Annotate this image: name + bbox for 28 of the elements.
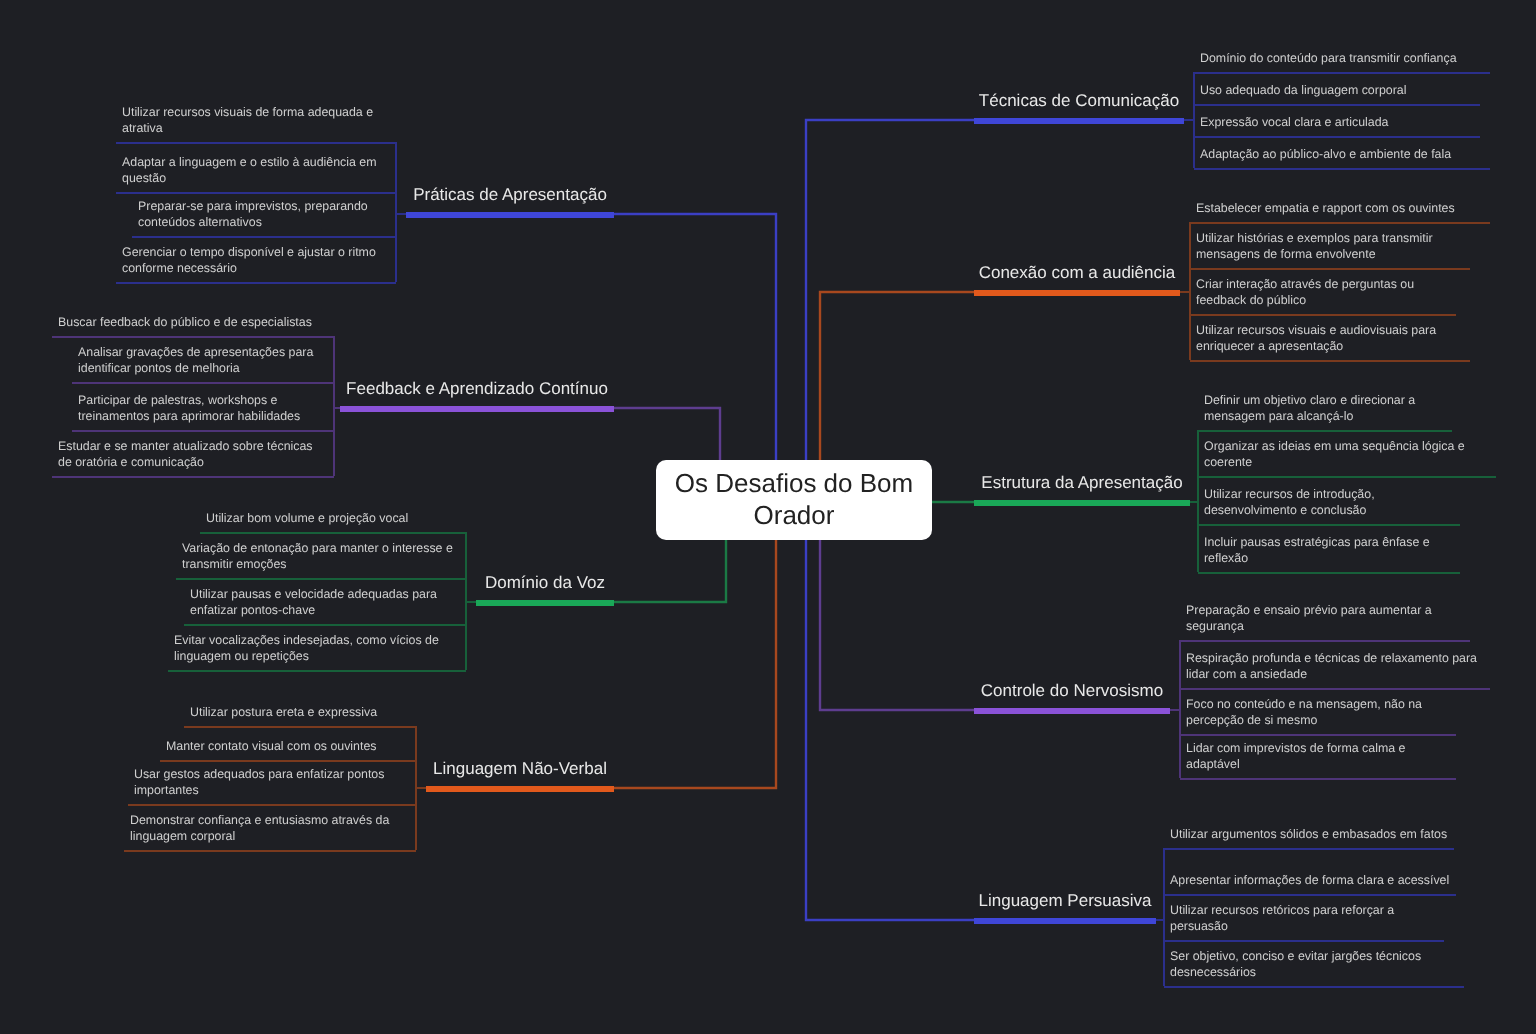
- connector-line: [333, 407, 341, 477]
- connector-line: [395, 213, 407, 283]
- connector-line: [614, 212, 778, 460]
- connector-line: [818, 290, 974, 460]
- connector-line: [818, 540, 974, 712]
- branch-topic: Linguagem Não-Verbal: [426, 757, 614, 791]
- connector-line: [614, 540, 728, 604]
- branch-topic: Domínio da Voz: [476, 571, 614, 605]
- connector-line: [333, 381, 341, 409]
- connector-line: [465, 601, 477, 671]
- connector-line: [1183, 119, 1195, 169]
- connector-line: [1189, 501, 1199, 573]
- connector-line: [614, 406, 722, 460]
- branch-topic: Conexão com a audiência: [974, 261, 1180, 295]
- connector-line: [804, 540, 974, 922]
- connector-line: [932, 500, 974, 504]
- branch-topic: Técnicas de Comunicação: [974, 89, 1184, 123]
- central-topic-box: Os Desafios do Bom Orador: [656, 460, 932, 540]
- connector-line: [415, 787, 427, 851]
- connector-line: [1169, 709, 1181, 779]
- branch-topic: Estrutura da Apresentação: [974, 471, 1190, 505]
- branch-topic: Linguagem Persuasiva: [974, 889, 1156, 923]
- connector-line: [1179, 291, 1191, 361]
- branch-topic: Práticas de Apresentação: [406, 183, 614, 217]
- branch-topic: Controle do Nervosismo: [974, 679, 1170, 713]
- connector-line: [614, 540, 778, 790]
- branch-topic: Feedback e Aprendizado Contínuo: [340, 377, 614, 411]
- connector-line: [804, 118, 974, 460]
